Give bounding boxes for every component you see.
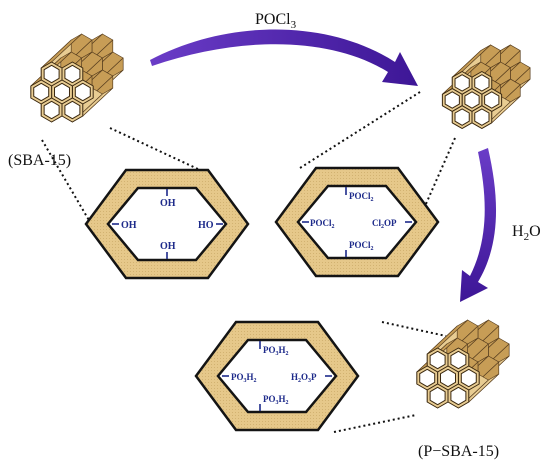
pocl2-left-main: POCl <box>310 218 332 228</box>
material-label-p-sba15: (P−SBA-15) <box>418 443 499 460</box>
pore-hydroxyl: OH OH HO OH <box>84 168 250 280</box>
reagent-h2o-o: O <box>529 223 541 240</box>
tube-channel <box>454 74 470 92</box>
cl2op-right-b: OP <box>384 218 397 228</box>
pocl2-bottom-sub: 2 <box>371 246 374 252</box>
po3h2-left-sub2: 2 <box>254 378 257 384</box>
tube-channel <box>484 91 500 109</box>
po3h2-bottom: PO3H2 <box>263 394 289 406</box>
tube-channel <box>429 350 446 370</box>
pocl2-top-sub: 2 <box>371 197 374 203</box>
ho-right: HO <box>198 220 214 231</box>
pocl2-top-main: POCl <box>349 191 371 201</box>
tube-channel <box>64 100 81 120</box>
tube-channel <box>454 108 470 126</box>
po3h2-left-tail: H <box>247 372 254 382</box>
reagent-pocl3-sub: 3 <box>291 19 297 31</box>
pocl2-left-sub: 2 <box>332 224 335 230</box>
chlorinated-bundle <box>441 44 531 129</box>
po3h2-bottom-sub2: 2 <box>286 400 289 406</box>
reagent-label-pocl3: POCl3 <box>255 11 297 31</box>
h2o3p-right-b: O <box>301 372 308 382</box>
po3h2-bottom-main: PO <box>263 394 276 404</box>
tube-channel <box>474 74 490 92</box>
reagent-pocl3-main: POCl <box>255 11 291 28</box>
reagent-label-h2o: H2O <box>512 223 541 243</box>
pocl2-bottom: POCl2 <box>349 240 374 252</box>
oh-top: OH <box>160 198 176 209</box>
oh-bottom: OH <box>160 241 176 252</box>
tube-channel <box>440 368 456 388</box>
tube-channel <box>54 82 70 102</box>
pore-chlorinated: POCl2 POCl2 Cl2OP POCl2 <box>274 166 440 278</box>
material-label-sba15: (SBA-15) <box>8 152 71 169</box>
sba15-bundle <box>30 33 124 123</box>
po3h2-top-sub2: 2 <box>286 351 289 357</box>
reagent-h2o-sub: 2 <box>524 231 530 243</box>
tube-channel <box>33 82 50 102</box>
tube-channel <box>419 368 436 388</box>
po3h2-left-sub1: 3 <box>244 378 247 384</box>
pore-channel <box>296 184 418 260</box>
h2o3p-right-sub2: 3 <box>308 378 311 384</box>
p-sba15-bundle <box>416 319 510 409</box>
tube-channel <box>450 350 467 370</box>
po3h2-top: PO3H2 <box>263 345 289 357</box>
po3h2-left-main: PO <box>231 372 244 382</box>
tube-channel <box>460 368 477 388</box>
tube-channel <box>464 91 480 109</box>
pocl3-arrow <box>150 29 418 86</box>
po3h2-top-tail: H <box>279 345 286 355</box>
oh-left: OH <box>121 220 137 231</box>
tube-channel <box>74 82 91 102</box>
pocl2-top: POCl2 <box>349 191 374 203</box>
zoom-lines <box>41 91 456 433</box>
pocl2-bottom-main: POCl <box>349 240 371 250</box>
pore-phosphonated: PO3H2 PO3H2 H2O3P PO3H2 <box>194 320 360 432</box>
tube-channel <box>474 108 490 126</box>
h2o3p-right-a: H <box>291 372 298 382</box>
tube-channel <box>450 386 467 406</box>
cl2op-right-a: Cl <box>372 218 381 228</box>
cl2op-right-sub: 2 <box>381 224 384 230</box>
cl2op-right: Cl2OP <box>372 218 397 230</box>
tube-channel <box>64 64 81 84</box>
po3h2-top-sub1: 3 <box>276 351 279 357</box>
h2o3p-right-c: P <box>311 372 317 382</box>
pore-channel <box>106 186 228 262</box>
tube-channel <box>429 386 446 406</box>
h2o3p-right: H2O3P <box>291 372 317 384</box>
tube-channel <box>43 100 60 120</box>
po3h2-top-main: PO <box>263 345 276 355</box>
pocl2-left: POCl2 <box>310 218 335 230</box>
po3h2-bottom-sub1: 3 <box>276 400 279 406</box>
tube-channel <box>43 64 60 84</box>
h2o-arrow <box>460 148 497 302</box>
pore-channel <box>216 338 338 414</box>
reagent-h2o-h: H <box>512 223 524 240</box>
tube-channel <box>444 91 460 109</box>
h2o3p-right-sub1: 2 <box>298 378 301 384</box>
po3h2-left: PO3H2 <box>231 372 257 384</box>
po3h2-bottom-tail: H <box>279 394 286 404</box>
